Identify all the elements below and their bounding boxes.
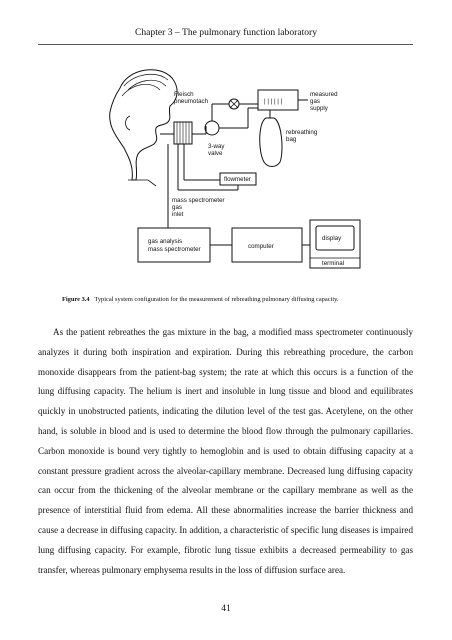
display-screen (315, 225, 355, 251)
page-number: 41 (221, 603, 231, 614)
label-gas-analysis: gas analysis mass spectrometer (148, 238, 201, 253)
label-three-way-valve: 3-way valve (208, 143, 225, 157)
label-flowmeter: flowmeter (224, 176, 251, 183)
svg-text:mass spectrometer: mass spectrometer (172, 197, 225, 204)
label-fleisch-pneumotach: Fleisch pneumotach (174, 91, 209, 105)
gas-analysis-box (137, 227, 211, 263)
label-rebreathing-bag: rebreathing bag (286, 129, 318, 143)
svg-text:gas analysis: gas analysis (148, 238, 182, 245)
svg-text:pneumotach: pneumotach (174, 98, 209, 105)
label-mass-spec-gas-inlet: mass spectrometer gas inlet (172, 197, 225, 218)
svg-text:gas: gas (172, 204, 182, 211)
svg-text:| | | | | |: | | | | | | (264, 98, 283, 105)
svg-text:valve: valve (208, 150, 223, 157)
svg-text:inlet: inlet (172, 211, 184, 218)
caption-text: Typical system configuration for the mea… (94, 296, 339, 303)
svg-text:gas: gas (310, 98, 320, 105)
figure-caption: Figure 3.4 Typical system configuration … (62, 296, 412, 303)
patient-collar (128, 179, 157, 187)
svg-text:Fleisch: Fleisch (174, 91, 194, 98)
caption-label: Figure 3.4 (62, 296, 90, 303)
svg-text:bag: bag (286, 136, 297, 143)
running-header: Chapter 3 – The pulmonary function labor… (134, 27, 318, 38)
patient-head-outline (109, 69, 178, 181)
label-measured-gas-supply: measured gas supply (310, 91, 338, 112)
label-computer: computer (248, 243, 274, 250)
svg-text:measured: measured (310, 91, 338, 98)
label-display: display (322, 235, 342, 242)
patient-hair (121, 73, 169, 97)
patient-ear (125, 115, 131, 131)
body-text: As the patient rebreathes the gas mixtur… (38, 323, 413, 580)
svg-text:3-way: 3-way (208, 143, 225, 150)
rebreathing-bag-shape (259, 117, 283, 167)
svg-text:mass spectrometer: mass spectrometer (148, 246, 201, 253)
terminal-box (309, 219, 361, 269)
body-paragraph: As the patient rebreathes the gas mixtur… (38, 327, 413, 575)
three-way-valve-symbol (204, 120, 220, 136)
system-diagram: | | | | | | Fleisch pneumotach 3-way (98, 62, 378, 290)
header-rule (38, 44, 413, 45)
svg-text:rebreathing: rebreathing (286, 129, 318, 136)
svg-text:supply: supply (310, 105, 329, 112)
label-terminal: terminal (322, 260, 344, 267)
